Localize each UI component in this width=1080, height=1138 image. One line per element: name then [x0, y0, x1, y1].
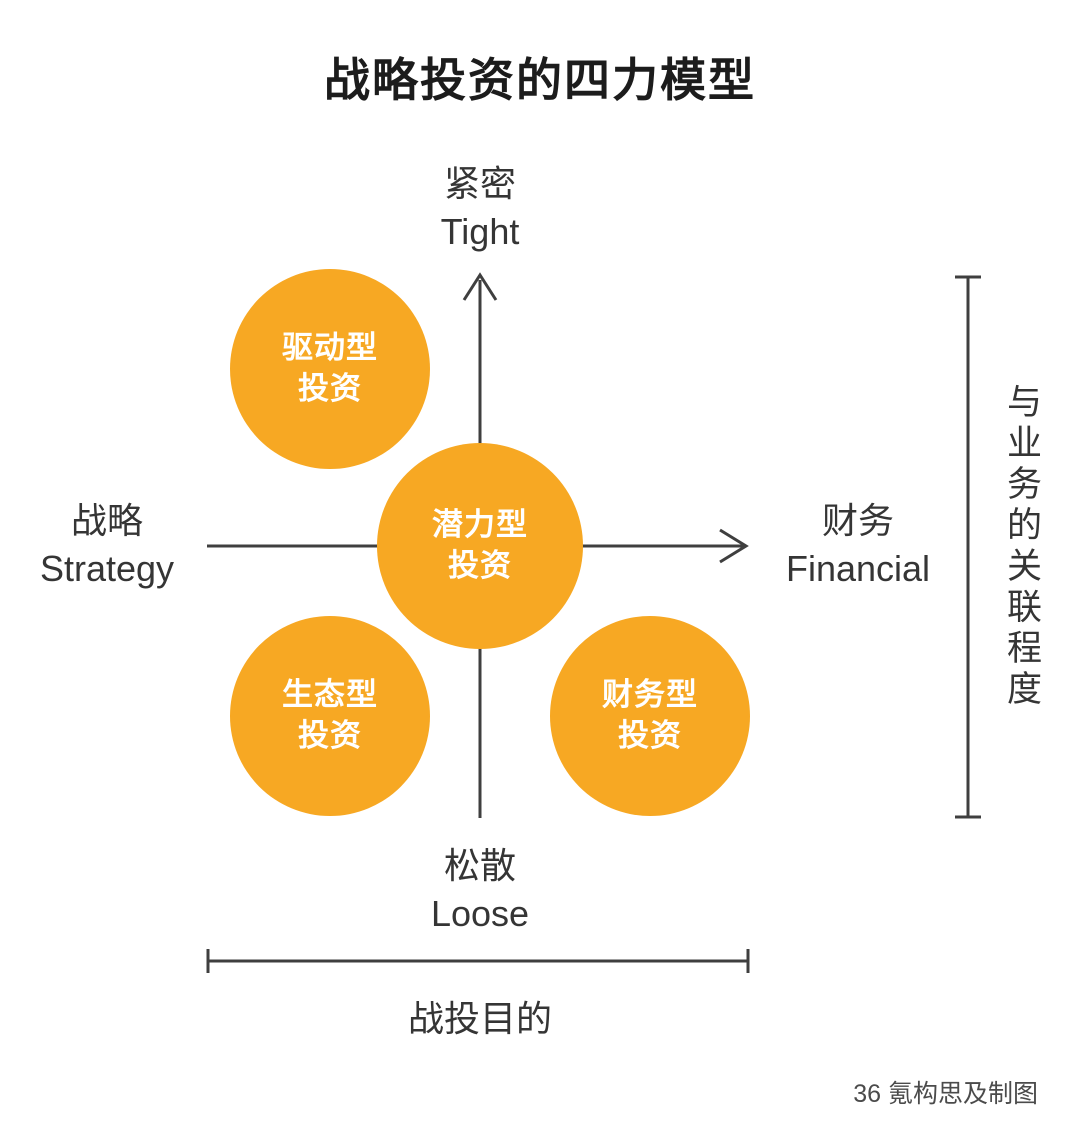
- y-axis-bottom-label-zh: 松散: [443, 845, 516, 886]
- bottom-bracket-label: 战投目的: [407, 998, 553, 1039]
- y-axis-top-label-en: Tight: [440, 211, 520, 252]
- x-axis-arrowhead-icon: [719, 528, 749, 564]
- bubble-drive-investment: 驱动型 投资: [230, 269, 430, 469]
- x-axis-right-label: 财务 Financial: [786, 497, 930, 593]
- x-axis-right-label-en: Financial: [785, 548, 931, 589]
- bubble-drive-investment-line2: 投资: [298, 371, 362, 406]
- bubble-potential-investment-line1: 潜力型: [432, 507, 528, 543]
- x-axis-left-label-zh: 战略: [70, 500, 144, 541]
- y-axis-bottom-label-en: Loose: [430, 893, 530, 934]
- bubble-ecosystem-investment-line2: 投资: [298, 718, 362, 753]
- bubble-financial-investment-line2: 投资: [618, 718, 682, 753]
- y-axis-top-label-zh: 紧密: [443, 163, 517, 204]
- bubble-potential-investment: 潜力型 投资: [377, 443, 583, 649]
- y-axis-arrowhead-icon: [462, 272, 498, 301]
- y-axis-bottom-label: 松散 Loose: [431, 842, 529, 938]
- x-axis-left-label: 战略 Strategy: [40, 497, 174, 593]
- x-axis-right-label-zh: 财务: [821, 500, 895, 541]
- bubble-ecosystem-investment: 生态型 投资: [230, 616, 430, 816]
- bubble-ecosystem-investment-line1: 生态型: [282, 677, 378, 713]
- x-axis-left-label-en: Strategy: [39, 548, 175, 589]
- credit-text: 36 氪构思及制图: [853, 1080, 1038, 1108]
- bubble-financial-investment-line1: 财务型: [602, 677, 698, 713]
- bubble-potential-investment-line2: 投资: [448, 548, 512, 583]
- bubble-drive-investment-line1: 驱动型: [282, 330, 378, 366]
- y-axis-top-label: 紧密 Tight: [441, 160, 520, 256]
- diagram-title: 战略投资的四力模型: [324, 54, 756, 106]
- right-bracket-label: 与业务的关联程度: [1002, 383, 1041, 711]
- bubble-financial-investment: 财务型 投资: [550, 616, 750, 816]
